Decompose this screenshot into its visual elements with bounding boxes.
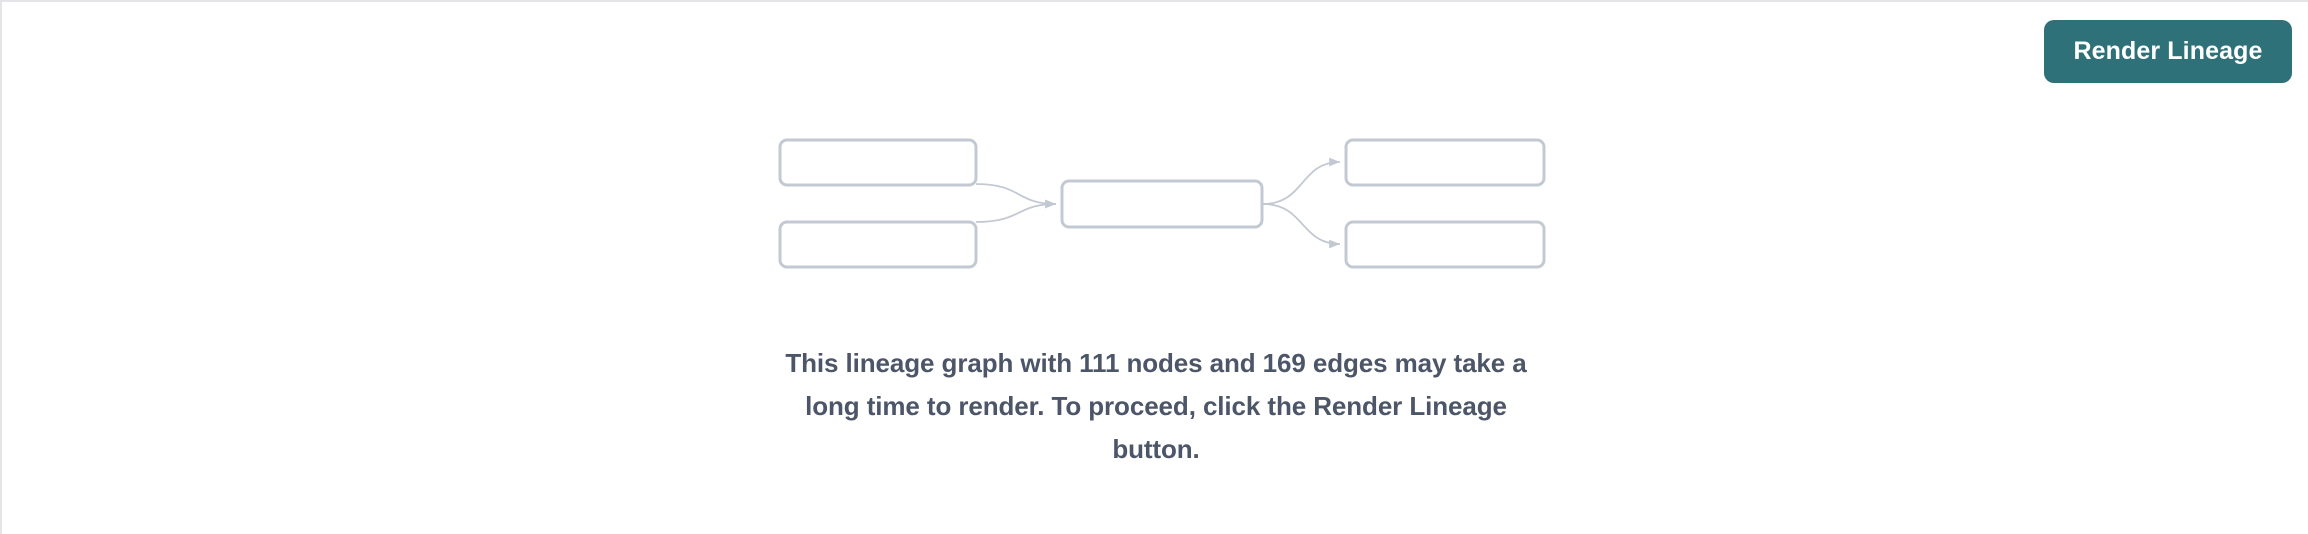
edge-center-to-right-bottom bbox=[1262, 203, 1341, 249]
graph-node-right-bottom bbox=[1344, 220, 1546, 269]
lineage-placeholder-message: This lineage graph with 111 nodes and 16… bbox=[785, 348, 1527, 464]
graph-nodes bbox=[778, 138, 1546, 269]
render-lineage-button[interactable]: Render Lineage bbox=[2044, 20, 2292, 83]
edge-left-top-to-center bbox=[975, 183, 1057, 209]
graph-node-left-bottom bbox=[778, 220, 978, 269]
graph-node-center bbox=[1060, 179, 1264, 229]
edge-left-bottom-to-center bbox=[975, 199, 1057, 223]
graph-illustration-svg bbox=[778, 138, 1546, 269]
edge-center-to-right-top bbox=[1262, 157, 1341, 205]
graph-node-left-top bbox=[778, 138, 978, 187]
graph-node-right-top bbox=[1344, 138, 1546, 187]
lineage-graph-illustration bbox=[760, 122, 1550, 302]
graph-edges bbox=[975, 157, 1341, 249]
